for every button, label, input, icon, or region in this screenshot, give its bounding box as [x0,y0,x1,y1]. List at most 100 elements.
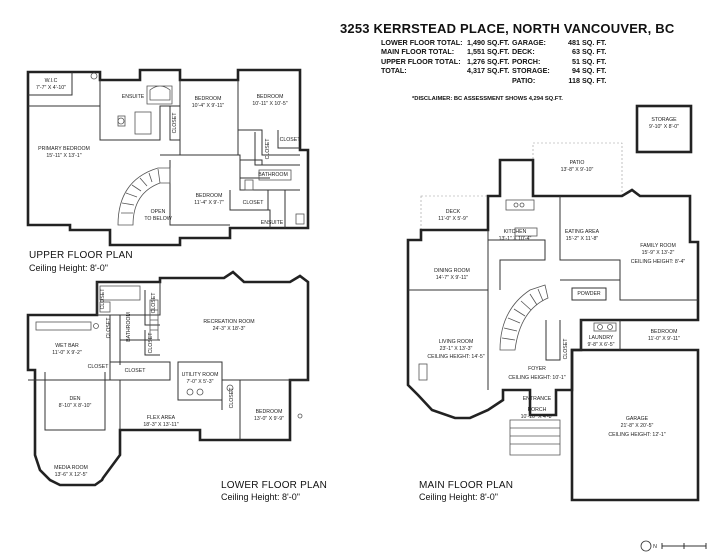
closet-label: CLOSET [172,112,178,134]
bathroom-label: BATHROOM [258,172,288,178]
area-row: PORCH: 51 SQ. FT. [512,57,606,66]
patio-dimensions: 13'-8" X 9'-10" [561,167,594,173]
area-row: LOWER FLOOR TOTAL: 1,490 SQ.FT. [381,38,509,47]
foyer-ceiling: CEILING HEIGHT: 10'-1" [508,375,565,381]
ensuite-2-label: ENSUITE [261,220,284,226]
porch-label: PORCH [528,407,547,413]
area-label: STORAGE: [512,66,550,76]
area-value: 1,551 SQ.FT. [467,47,510,57]
lower-ceiling-height: Ceiling Height: 8'-0" [221,492,300,502]
utility-room-dimensions: 7'-0" X 5'-3" [186,379,213,385]
area-value: 118 SQ. FT. [568,75,607,85]
wet-bar-dimensions: 11'-0" X 9'-2" [52,350,82,356]
main-bedroom-label: BEDROOM [651,329,678,335]
area-value: 63 SQ. FT. [572,47,607,57]
laundry-dimensions: 9'-8" X 6'-5" [587,342,614,348]
area-row: PATIO:118 SQ. FT. [512,76,606,85]
living-room-label: LIVING ROOM [439,339,474,345]
storage-label: STORAGE [651,117,677,123]
patio-label: PATIO [570,160,585,166]
area-summary-left: LOWER FLOOR TOTAL: 1,490 SQ.FT. MAIN FLOOR… [381,38,509,76]
area-value: 4,317 SQ.FT. [467,66,510,76]
flex-area-dimensions: 18'-3" X 13'-11" [143,422,178,428]
area-label: MAIN FLOOR TOTAL: [381,47,455,57]
family-room-dimensions: 15'-9" X 13'-2" [642,250,675,256]
main-floor-plan: STORAGE 9'-10" X 8'-0" PATIO 13'-8" X 9'… [406,104,700,502]
north-arrow-icon [640,540,652,552]
closet-label: CLOSET [265,138,271,160]
lower-bedroom-label: BEDROOM [256,409,283,415]
powder-label: POWDER [577,291,601,297]
eating-area-dimensions: 15'-2" X 11'-8" [566,236,599,242]
bedroom-3-dimensions: 11'-4" X 9'-7" [194,200,224,206]
property-address-title: 3253 KERRSTEAD PLACE, NORTH VANCOUVER, B… [340,21,675,36]
garage-label: GARAGE [626,416,649,422]
eating-area-label: EATING AREA [565,229,600,235]
upper-floor-plan: W.I.C 7'-7" X 4'-10" ENSUITE BEDROOM 10'… [26,68,310,247]
north-arrow-scale: N [640,540,707,552]
area-value: 1,490 SQ.FT. [467,38,510,47]
living-room-ceiling: CEILING HEIGHT: 14'-5" [427,354,484,360]
kitchen-label: KITCHEN [504,229,527,235]
entrance-label: ENTRANCE [523,396,552,402]
area-label: UPPER FLOOR TOTAL: [381,56,461,66]
upper-ceiling-height: Ceiling Height: 8'-0" [29,263,108,273]
upper-floor-title: UPPER FLOOR PLAN [29,250,133,261]
garage-dimensions: 21'-8" X 20'-5" [621,423,654,429]
closet-label: CLOSET [563,338,569,360]
lower-floor-title: LOWER FLOOR PLAN [221,480,327,491]
den-label: DEN [70,396,81,402]
wic-label: W.I.C [45,78,58,84]
dining-room-dimensions: 14'-7" X 9'-11" [436,275,469,281]
deck-label: DECK [446,209,461,215]
storage-dimensions: 9'-10" X 8'-0" [649,124,679,130]
dining-room-label: DINING ROOM [434,268,470,274]
area-label: TOTAL: [381,66,407,76]
bedroom-2-label: BEDROOM [257,94,284,100]
laundry-label: LAUNDRY [589,335,614,341]
bedroom-3-label: BEDROOM [196,193,223,199]
area-row: TOTAL: 4,317 SQ.FT. [381,66,509,75]
north-label: N [653,544,657,550]
area-label: LOWER FLOOR TOTAL: [381,38,463,47]
open-to-below-label: OPEN [151,209,166,215]
closet-label: CLOSET [243,200,265,206]
lower-floor-plan: CLOSET BATHROOM CLOSET CLOSET RECREATION… [26,270,310,487]
wic-dimensions: 7'-7" X 4'-10" [36,85,66,91]
utility-room-label: UTILITY ROOM [182,372,219,378]
closet-label: CLOSET [229,387,235,409]
family-room-label: FAMILY ROOM [640,243,676,249]
flex-area-label: FLEX AREA [147,415,176,421]
area-row: DECK: 63 SQ. FT. [512,47,606,56]
living-room-dimensions: 23'-1" X 13'-3" [440,346,473,352]
media-room-label: MEDIA ROOM [54,465,88,471]
main-bedroom-dimensions: 11'-0" X 9'-11" [648,336,680,342]
area-summary-right: GARAGE:481 SQ. FT.DECK: 63 SQ. FT. PORCH: 5… [512,38,606,85]
bedroom-1-dimensions: 10'-4" X 9'-11" [192,103,225,109]
disclaimer-note: *DISCLAIMER: BC ASSESSMENT SHOWS 4,294 S… [412,96,563,102]
main-ceiling-height: Ceiling Height: 8'-0" [419,492,498,502]
area-label: PORCH: [512,56,541,66]
area-label: DECK: [512,47,535,57]
wet-bar-label: WET BAR [55,343,79,349]
recreation-room-dimensions: 24'-3" X 18'-3" [213,326,246,332]
main-floor-title: MAIN FLOOR PLAN [419,480,514,491]
closet-label: CLOSET [100,288,106,310]
area-value: 1,276 SQ.FT. [467,56,510,66]
ensuite-label: ENSUITE [122,94,145,100]
closet-label: CLOSET [280,137,302,143]
area-row: GARAGE:481 SQ. FT. [512,38,606,47]
area-label: GARAGE: [512,38,546,47]
closet-label: CLOSET [88,364,110,370]
area-value: 51 SQ. FT. [572,56,607,66]
family-room-ceiling: CEILING HEIGHT: 8'-4" [631,259,686,265]
area-value: 94 SQ. FT. [572,66,607,76]
media-room-dimensions: 13'-6" X 12'-5" [55,472,88,478]
deck-dimensions: 11'-0" X 5'-9" [438,216,468,222]
area-row: STORAGE: 94 SQ. FT. [512,66,606,75]
foyer-label: FOYER [528,366,546,372]
garage-ceiling: CEILING HEIGHT: 12'-1" [608,432,665,438]
lower-bedroom-dimensions: 13'-0" X 9'-9" [254,416,284,422]
open-to-below-label-2: TO BELOW [144,216,171,222]
